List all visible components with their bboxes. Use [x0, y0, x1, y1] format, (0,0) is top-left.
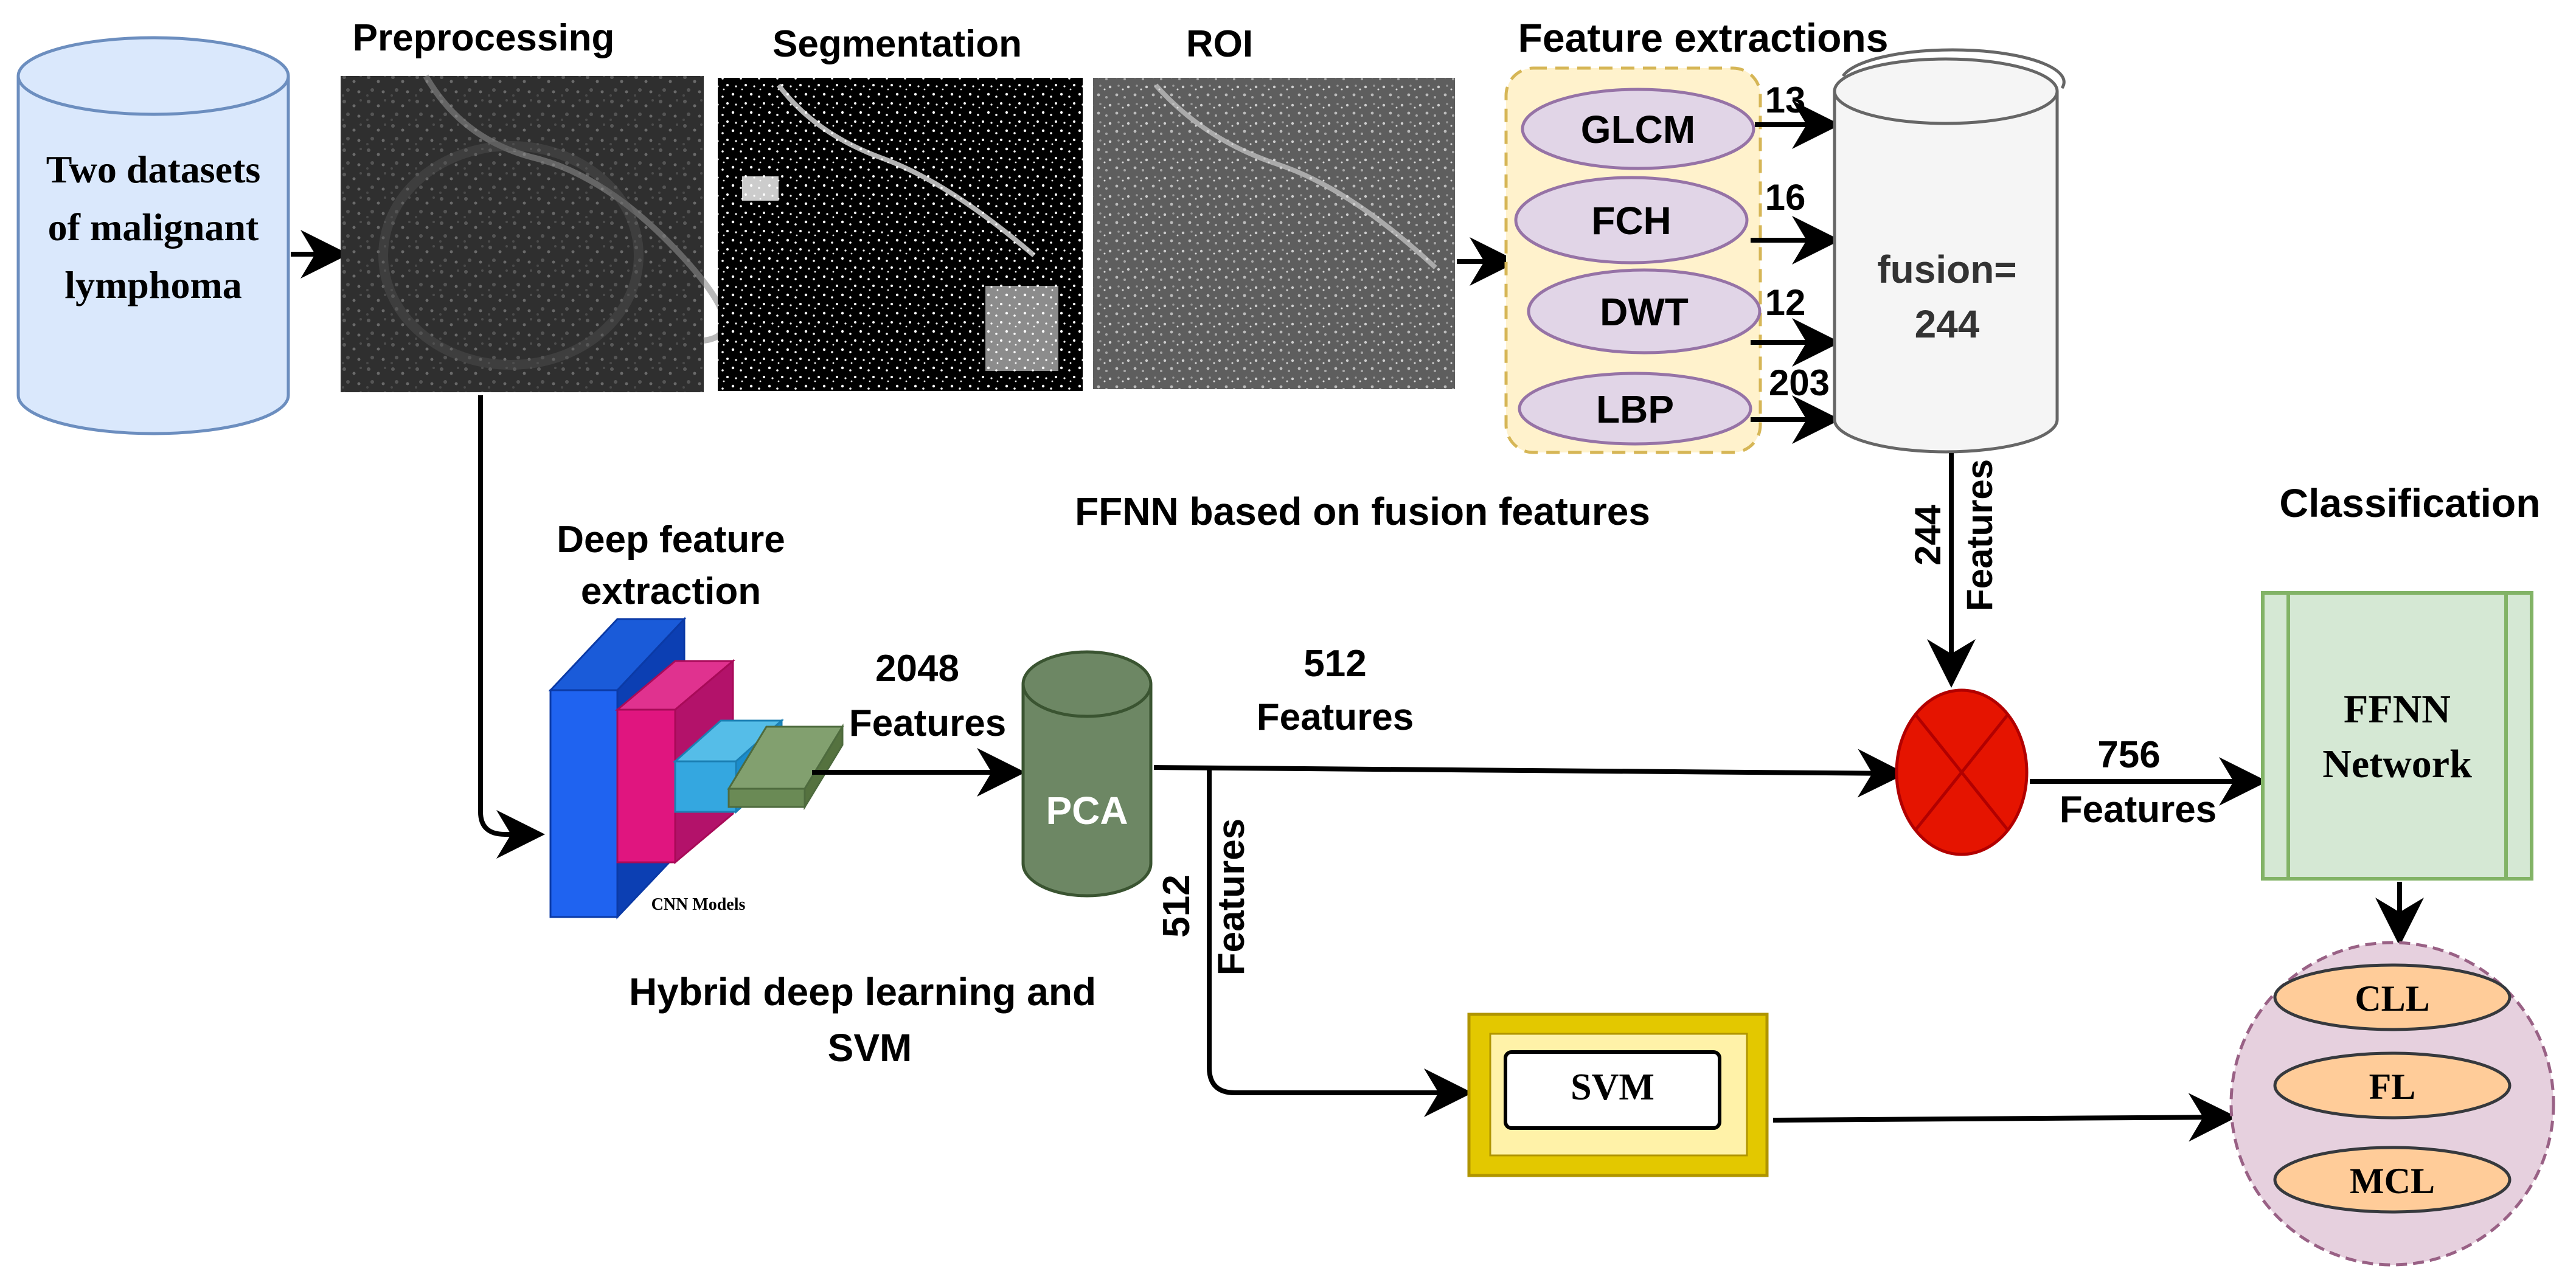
cnn-layer-1-front — [549, 689, 619, 918]
method-dwt-label: DWT — [1600, 290, 1689, 334]
svm-label: SVM — [1571, 1067, 1654, 1108]
hybrid-path-label-line-2: SVM — [828, 1026, 912, 1070]
arrow-pca-to-svm — [1207, 1067, 1473, 1117]
method-glcm-shape — [1521, 88, 1755, 170]
segmentation-image — [718, 78, 1083, 391]
method-glcm-label: GLCM — [1581, 108, 1695, 151]
fusion-operator-node — [1895, 688, 2029, 856]
cnn-out-unit: Features — [849, 702, 1006, 744]
dataset-label-line-1: Two datasets — [46, 148, 261, 191]
combined-unit: Features — [2060, 789, 2217, 831]
cnn-layer-4-front — [727, 788, 806, 808]
pca-down-count: 512 — [1156, 874, 1198, 937]
preprocessing-follicle — [378, 141, 644, 370]
cnn-model-icon: CNN Models — [548, 617, 844, 919]
preprocessing-image — [341, 74, 727, 392]
method-fch-shape — [1514, 176, 1749, 265]
dataset-cylinder-top — [16, 36, 290, 116]
class-cll-label: CLL — [2355, 978, 2429, 1019]
cnn-out-count: 2048 — [875, 648, 959, 690]
fusion-cylinder-body — [1833, 91, 2059, 454]
fch-count: 16 — [1765, 177, 1806, 218]
fusion-cylinder-top — [1833, 57, 2059, 125]
segmentation-title: Segmentation — [772, 23, 1022, 65]
method-dwt-shape — [1527, 268, 1762, 355]
fusion-label-line-1: fusion= — [1877, 248, 2016, 291]
fusion-out-unit: Features — [1959, 459, 2000, 611]
fusion-out-count: 244 — [1908, 504, 1948, 566]
method-dwt: DWT — [1527, 268, 1762, 355]
feature-extractions-title: Feature extractions — [1518, 15, 1889, 60]
dataset-cylinder-body — [16, 76, 290, 435]
segmentation-tissue-fold — [776, 83, 1036, 258]
fusion-cylinder: fusion= 244 — [1833, 48, 2066, 454]
preprocessing-image-texture — [341, 76, 704, 392]
segmentation-bright-region — [985, 286, 1058, 371]
svm-label-box — [1504, 1050, 1721, 1130]
ffnn-fusion-path-label: FFNN based on fusion features — [1075, 490, 1650, 533]
classification-title: Classification — [2279, 480, 2540, 525]
class-mcl-shape — [2273, 1146, 2512, 1214]
lbp-count: 203 — [1769, 362, 1830, 403]
fusion-cylinder-rim — [1841, 48, 2066, 89]
roi-image-texture — [1093, 78, 1455, 389]
method-lbp-shape — [1518, 372, 1752, 446]
glcm-count: 13 — [1765, 80, 1806, 120]
roi-image — [1093, 78, 1455, 389]
dataset-cylinder: Two datasets of malignant lymphoma — [16, 36, 290, 435]
output-classes: CLL FL MCL — [2229, 941, 2555, 1267]
class-fl-label: FL — [2369, 1067, 2416, 1107]
pca-cylinder-body — [1021, 684, 1153, 898]
pca-cylinder: PCA — [1021, 650, 1153, 898]
pca-label: PCA — [1046, 789, 1128, 833]
arrow-pca-to-concat — [1153, 749, 1906, 798]
arrow-preprocessing-to-cnn — [478, 810, 545, 859]
svm-box: SVM — [1467, 1013, 1769, 1177]
ffnn-network-label-line-2: Network — [2322, 742, 2472, 786]
ffnn-network-label-line-1: FFNN — [2344, 687, 2451, 732]
cnn-layer-3-front — [674, 760, 737, 813]
cnn-models-caption: CNN Models — [651, 895, 746, 914]
roi-title: ROI — [1186, 23, 1253, 65]
preprocessing-title: Preprocessing — [353, 17, 615, 59]
ffnn-network-frame — [2261, 591, 2533, 881]
class-fl-shape — [2273, 1051, 2512, 1120]
method-glcm: GLCM — [1521, 88, 1755, 170]
fusion-label-line-2: 244 — [1915, 302, 1980, 346]
method-lbp: LBP — [1518, 372, 1752, 446]
dwt-count: 12 — [1765, 282, 1806, 323]
hybrid-path-label-line-1: Hybrid deep learning and — [629, 970, 1096, 1014]
deep-feature-title-line-1: Deep feature — [557, 519, 785, 561]
method-fch: FCH — [1514, 176, 1749, 265]
deep-feature-title-line-2: extraction — [581, 570, 761, 612]
segmentation-bright-spot — [742, 176, 779, 201]
dataset-label-line-3: lymphoma — [64, 263, 242, 306]
method-lbp-label: LBP — [1596, 387, 1674, 431]
class-mcl-label: MCL — [2350, 1161, 2435, 1201]
roi-tissue-fold — [1154, 83, 1437, 269]
pca-out-count: 512 — [1304, 643, 1366, 685]
arrow-svm-to-classes — [1772, 1093, 2237, 1142]
dataset-label-line-2: of malignant — [48, 206, 259, 249]
pca-cylinder-top — [1021, 650, 1153, 718]
class-cll-shape — [2273, 963, 2512, 1031]
combined-count: 756 — [2097, 734, 2160, 776]
ffnn-network-box: FFNN Network — [2261, 591, 2533, 881]
method-fch-label: FCH — [1591, 199, 1672, 243]
fusion-operator-cross-2 — [1914, 713, 2009, 831]
pca-out-unit: Features — [1257, 696, 1414, 738]
pca-down-unit: Features — [1210, 819, 1252, 975]
cnn-layer-2-front — [616, 708, 676, 864]
